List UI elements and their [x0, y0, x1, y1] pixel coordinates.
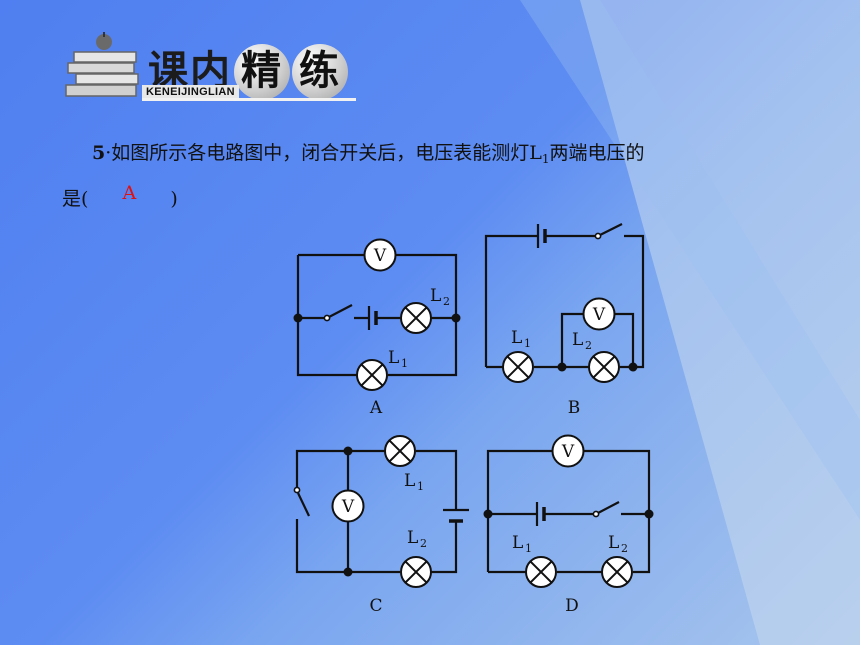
- title-char2: 练: [292, 44, 348, 100]
- voltmeter-c: V: [331, 489, 365, 523]
- lamp-l2-sub: 2: [621, 542, 628, 555]
- lamp-l2-b: [588, 351, 620, 383]
- circuit-label-b: B: [568, 398, 581, 418]
- question-line2-end: ): [170, 188, 178, 210]
- lamp-l1-b: [502, 351, 534, 383]
- question-text-before: ·如图所示各电路图中，闭合开关后，电压表能测灯L: [105, 142, 542, 164]
- voltmeter-symbol: V: [341, 497, 355, 517]
- lamp-l2-letter: L: [572, 330, 583, 350]
- section-header: 课内精练 KENEIJINGLIAN: [62, 30, 362, 110]
- section-subtitle: KENEIJINGLIAN: [142, 85, 239, 99]
- question-text: 5·如图所示各电路图中，闭合开关后，电压表能测灯L1两端电压的 是( A): [62, 133, 832, 219]
- circuit-label-a: A: [369, 398, 383, 418]
- lamp-l1-sub: 1: [417, 480, 424, 493]
- lamp-l1-letter: L: [511, 328, 522, 348]
- lamp-l1-c: [384, 435, 416, 467]
- question-text-after: 两端电压的: [549, 142, 645, 164]
- lamp-l2-a: [400, 302, 432, 334]
- voltmeter-a: V: [363, 238, 397, 272]
- lamp-l1-letter: L: [404, 471, 415, 491]
- lamp-l2-sub: 2: [585, 339, 592, 352]
- books-icon: [65, 32, 139, 97]
- voltmeter-symbol: V: [561, 442, 575, 462]
- circuit-label-d: D: [565, 596, 579, 616]
- lamp-l1-sub: 1: [401, 357, 408, 370]
- header-divider: [142, 98, 356, 101]
- lamp-l2-sub: 2: [420, 537, 427, 550]
- lamp-l2-c: [400, 556, 432, 588]
- lamp-l1-sub: 1: [524, 337, 531, 350]
- lamp-l2-sub: 2: [443, 295, 450, 308]
- voltmeter-d: V: [551, 434, 585, 468]
- lamp-l2-letter: L: [608, 533, 619, 553]
- question-number: 5: [92, 142, 106, 164]
- lamp-l1-a: [356, 359, 388, 391]
- lamp-l2-letter: L: [407, 528, 418, 548]
- lamp-l2-d: [601, 556, 633, 588]
- lamp-l1-letter: L: [512, 533, 523, 553]
- lamp-l2-letter: L: [430, 286, 441, 306]
- lamp-l1-letter: L: [388, 348, 399, 368]
- lamp-l1-sub: 1: [525, 542, 532, 555]
- answer-text: A: [122, 182, 137, 204]
- title-char1: 精: [234, 44, 290, 100]
- voltmeter-b: V: [582, 297, 616, 331]
- circuit-label-c: C: [369, 596, 382, 616]
- question-line2-start: 是(: [62, 188, 89, 210]
- voltmeter-symbol: V: [592, 305, 606, 325]
- question-subscript: 1: [541, 152, 550, 166]
- voltmeter-symbol: V: [373, 246, 387, 266]
- lamp-l1-d: [525, 556, 557, 588]
